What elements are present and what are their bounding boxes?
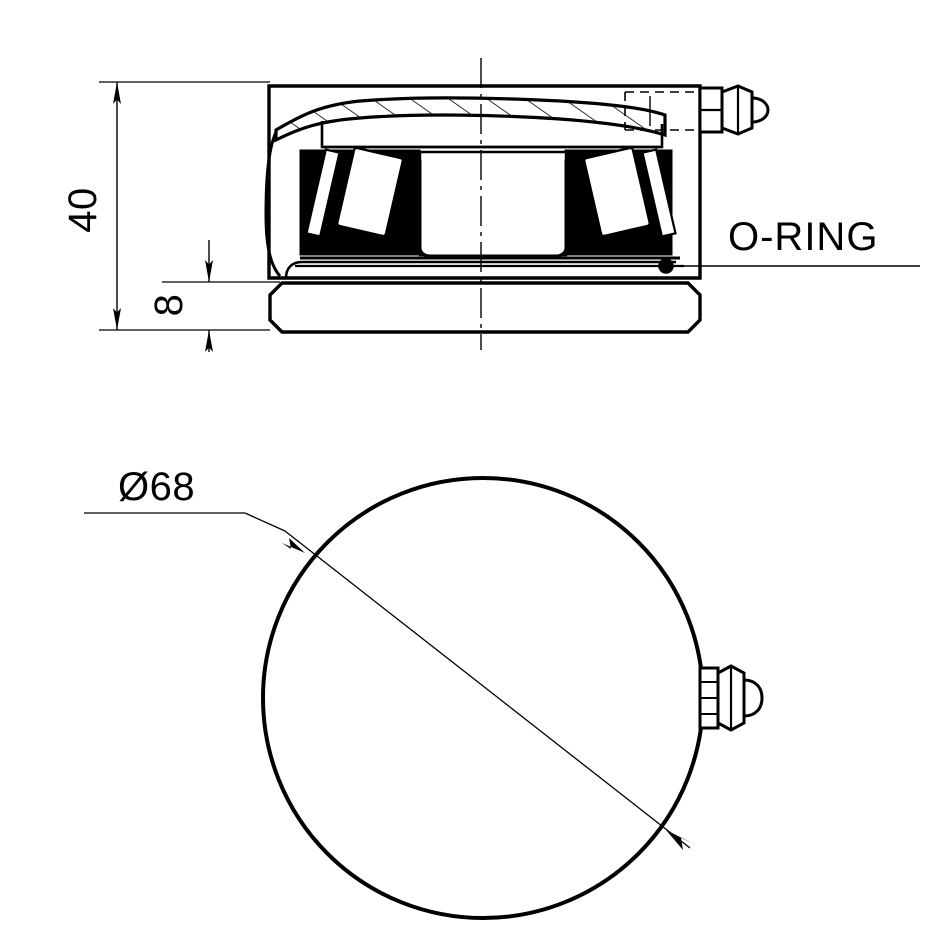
extension-lines-height (99, 81, 280, 331)
housing-left-wall-curve (264, 131, 282, 278)
grease-fitting-section (624, 84, 770, 136)
dimension-base-height: 8 (147, 240, 213, 352)
roller-cage-left (305, 148, 341, 238)
dimension-value-8: 8 (147, 294, 191, 317)
base-block-outline (268, 281, 702, 334)
diameter-dimension-line (284, 530, 691, 849)
tapered-roller-left (305, 146, 404, 238)
arrowhead-diameter-start (282, 538, 305, 553)
zerk-nipple-plan (742, 678, 764, 718)
roller-body-right (583, 146, 651, 238)
tapered-roller-right (583, 146, 677, 238)
housing-outer-circle (261, 476, 705, 920)
diameter-leader-elbow (244, 512, 286, 532)
dimension-outer-diameter: Ø68 (84, 465, 692, 850)
lower-shelf-curve (284, 260, 676, 279)
arrowhead-40-top (113, 82, 121, 104)
housing-outline (267, 84, 702, 280)
plan-view: Ø68 (84, 465, 764, 920)
roller-cage-right (641, 148, 677, 238)
grease-fitting-plan (698, 664, 764, 732)
grease-passage-hidden (624, 91, 700, 131)
roller-body-left (336, 146, 404, 238)
arrowhead-40-bottom (113, 308, 121, 330)
zerk-nipple-section (750, 96, 770, 124)
base-block (268, 281, 702, 334)
housing-body (264, 84, 702, 280)
arrowhead-diameter-end (666, 830, 692, 850)
o-ring-label: O-RING (728, 215, 878, 259)
arrowhead-8-top (205, 260, 213, 282)
dimension-value-diameter: Ø68 (118, 465, 195, 509)
o-ring-annotation: O-RING (666, 215, 920, 267)
housing-cover-hatched (274, 96, 667, 143)
cross-section-view: 40 8 (61, 58, 920, 352)
dimension-overall-height: 40 (61, 82, 121, 330)
dimension-value-40: 40 (61, 187, 105, 233)
arrowhead-8-bottom (205, 330, 213, 352)
inner-bore-rounded (418, 160, 568, 258)
